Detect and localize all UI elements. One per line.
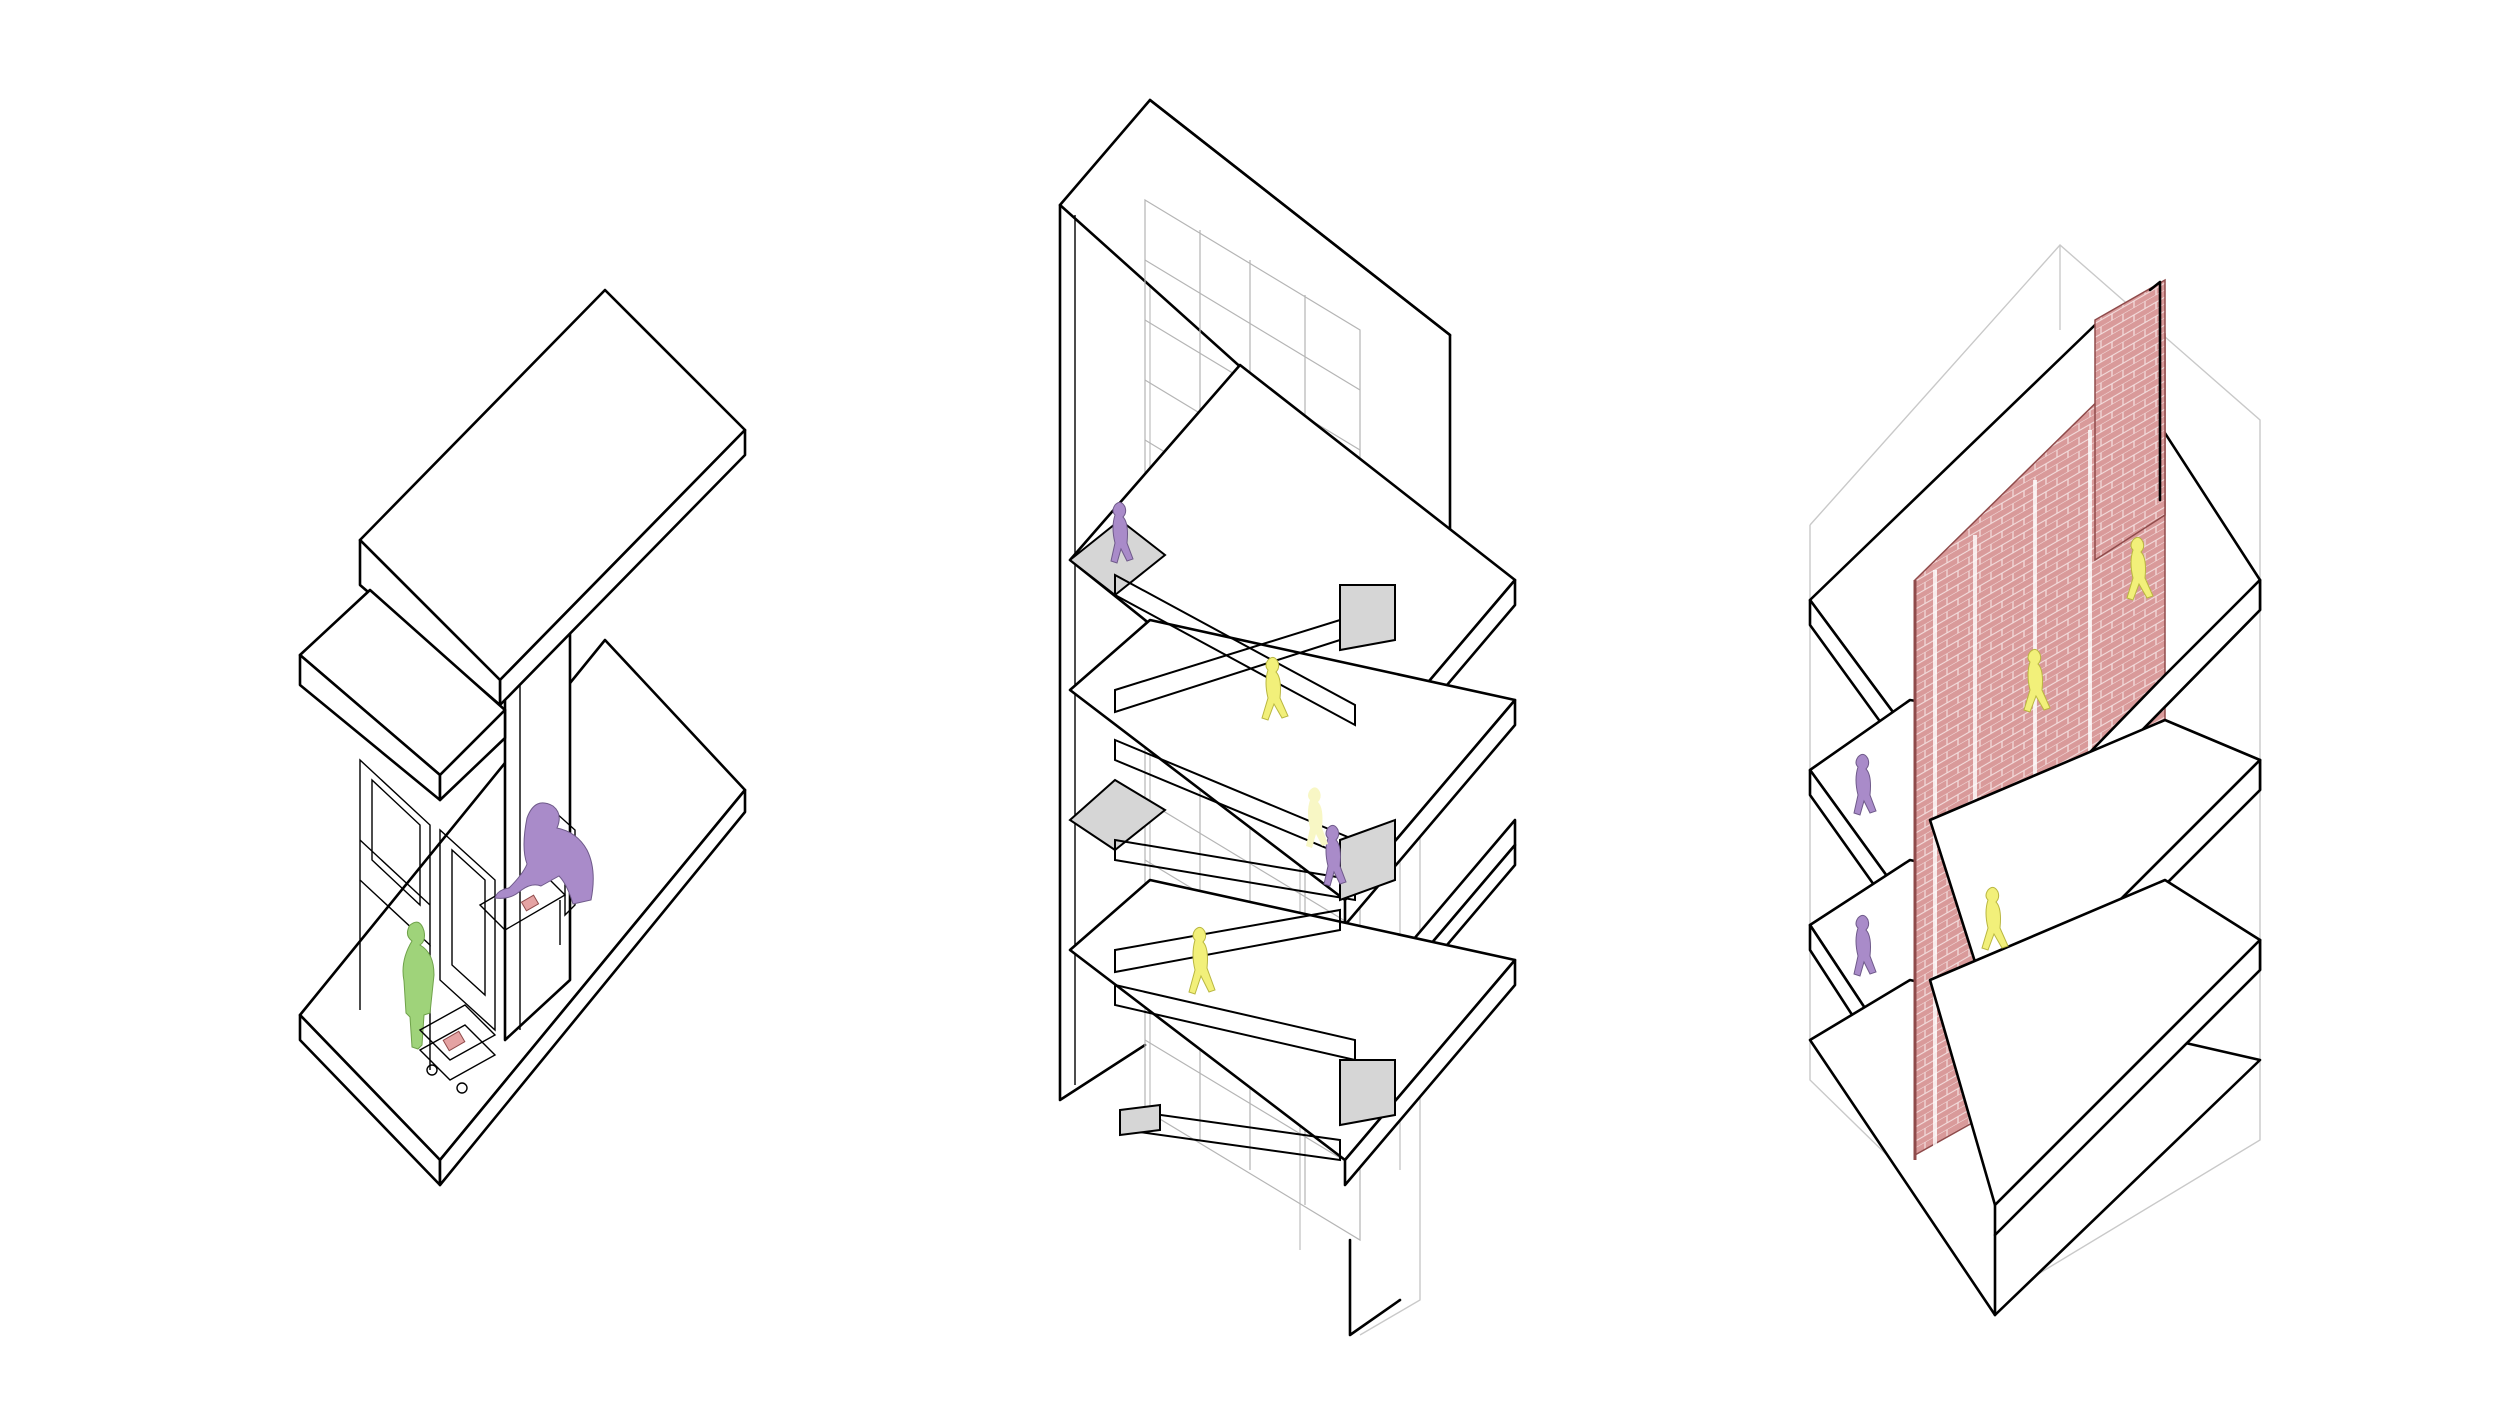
book-cart [418, 1004, 497, 1094]
walking-person-yellow-2 [2023, 648, 2051, 713]
walking-person-yellow-ghost [1306, 787, 1328, 848]
panel-left [298, 288, 747, 1187]
walking-person-purple-1 [1110, 501, 1134, 564]
walking-person-yellow-2 [1188, 926, 1216, 995]
panel-middle [1058, 98, 1517, 1337]
walking-person-purple-2 [1323, 824, 1347, 887]
middle-stair-flights [1068, 518, 1396, 1162]
middle-people [1110, 501, 1347, 995]
walking-person-yellow-1 [2126, 536, 2154, 601]
panel-right [1808, 244, 2262, 1317]
walking-person-yellow-3 [1981, 886, 2009, 951]
seated-person-figure [494, 802, 594, 905]
left-roof-slab [358, 288, 747, 707]
book-prop [520, 894, 540, 912]
middle-floor-slabs [1068, 363, 1517, 1187]
walking-person-purple-2 [1853, 914, 1877, 977]
left-canopy-slab [298, 588, 507, 802]
right-people [1853, 536, 2154, 977]
right-front-slabs [1928, 578, 2262, 1237]
standing-person-figure [402, 921, 435, 1050]
walking-person-purple-1 [1853, 753, 1877, 816]
left-window-frames [359, 758, 496, 1070]
walking-person-yellow-1 [1261, 656, 1289, 721]
